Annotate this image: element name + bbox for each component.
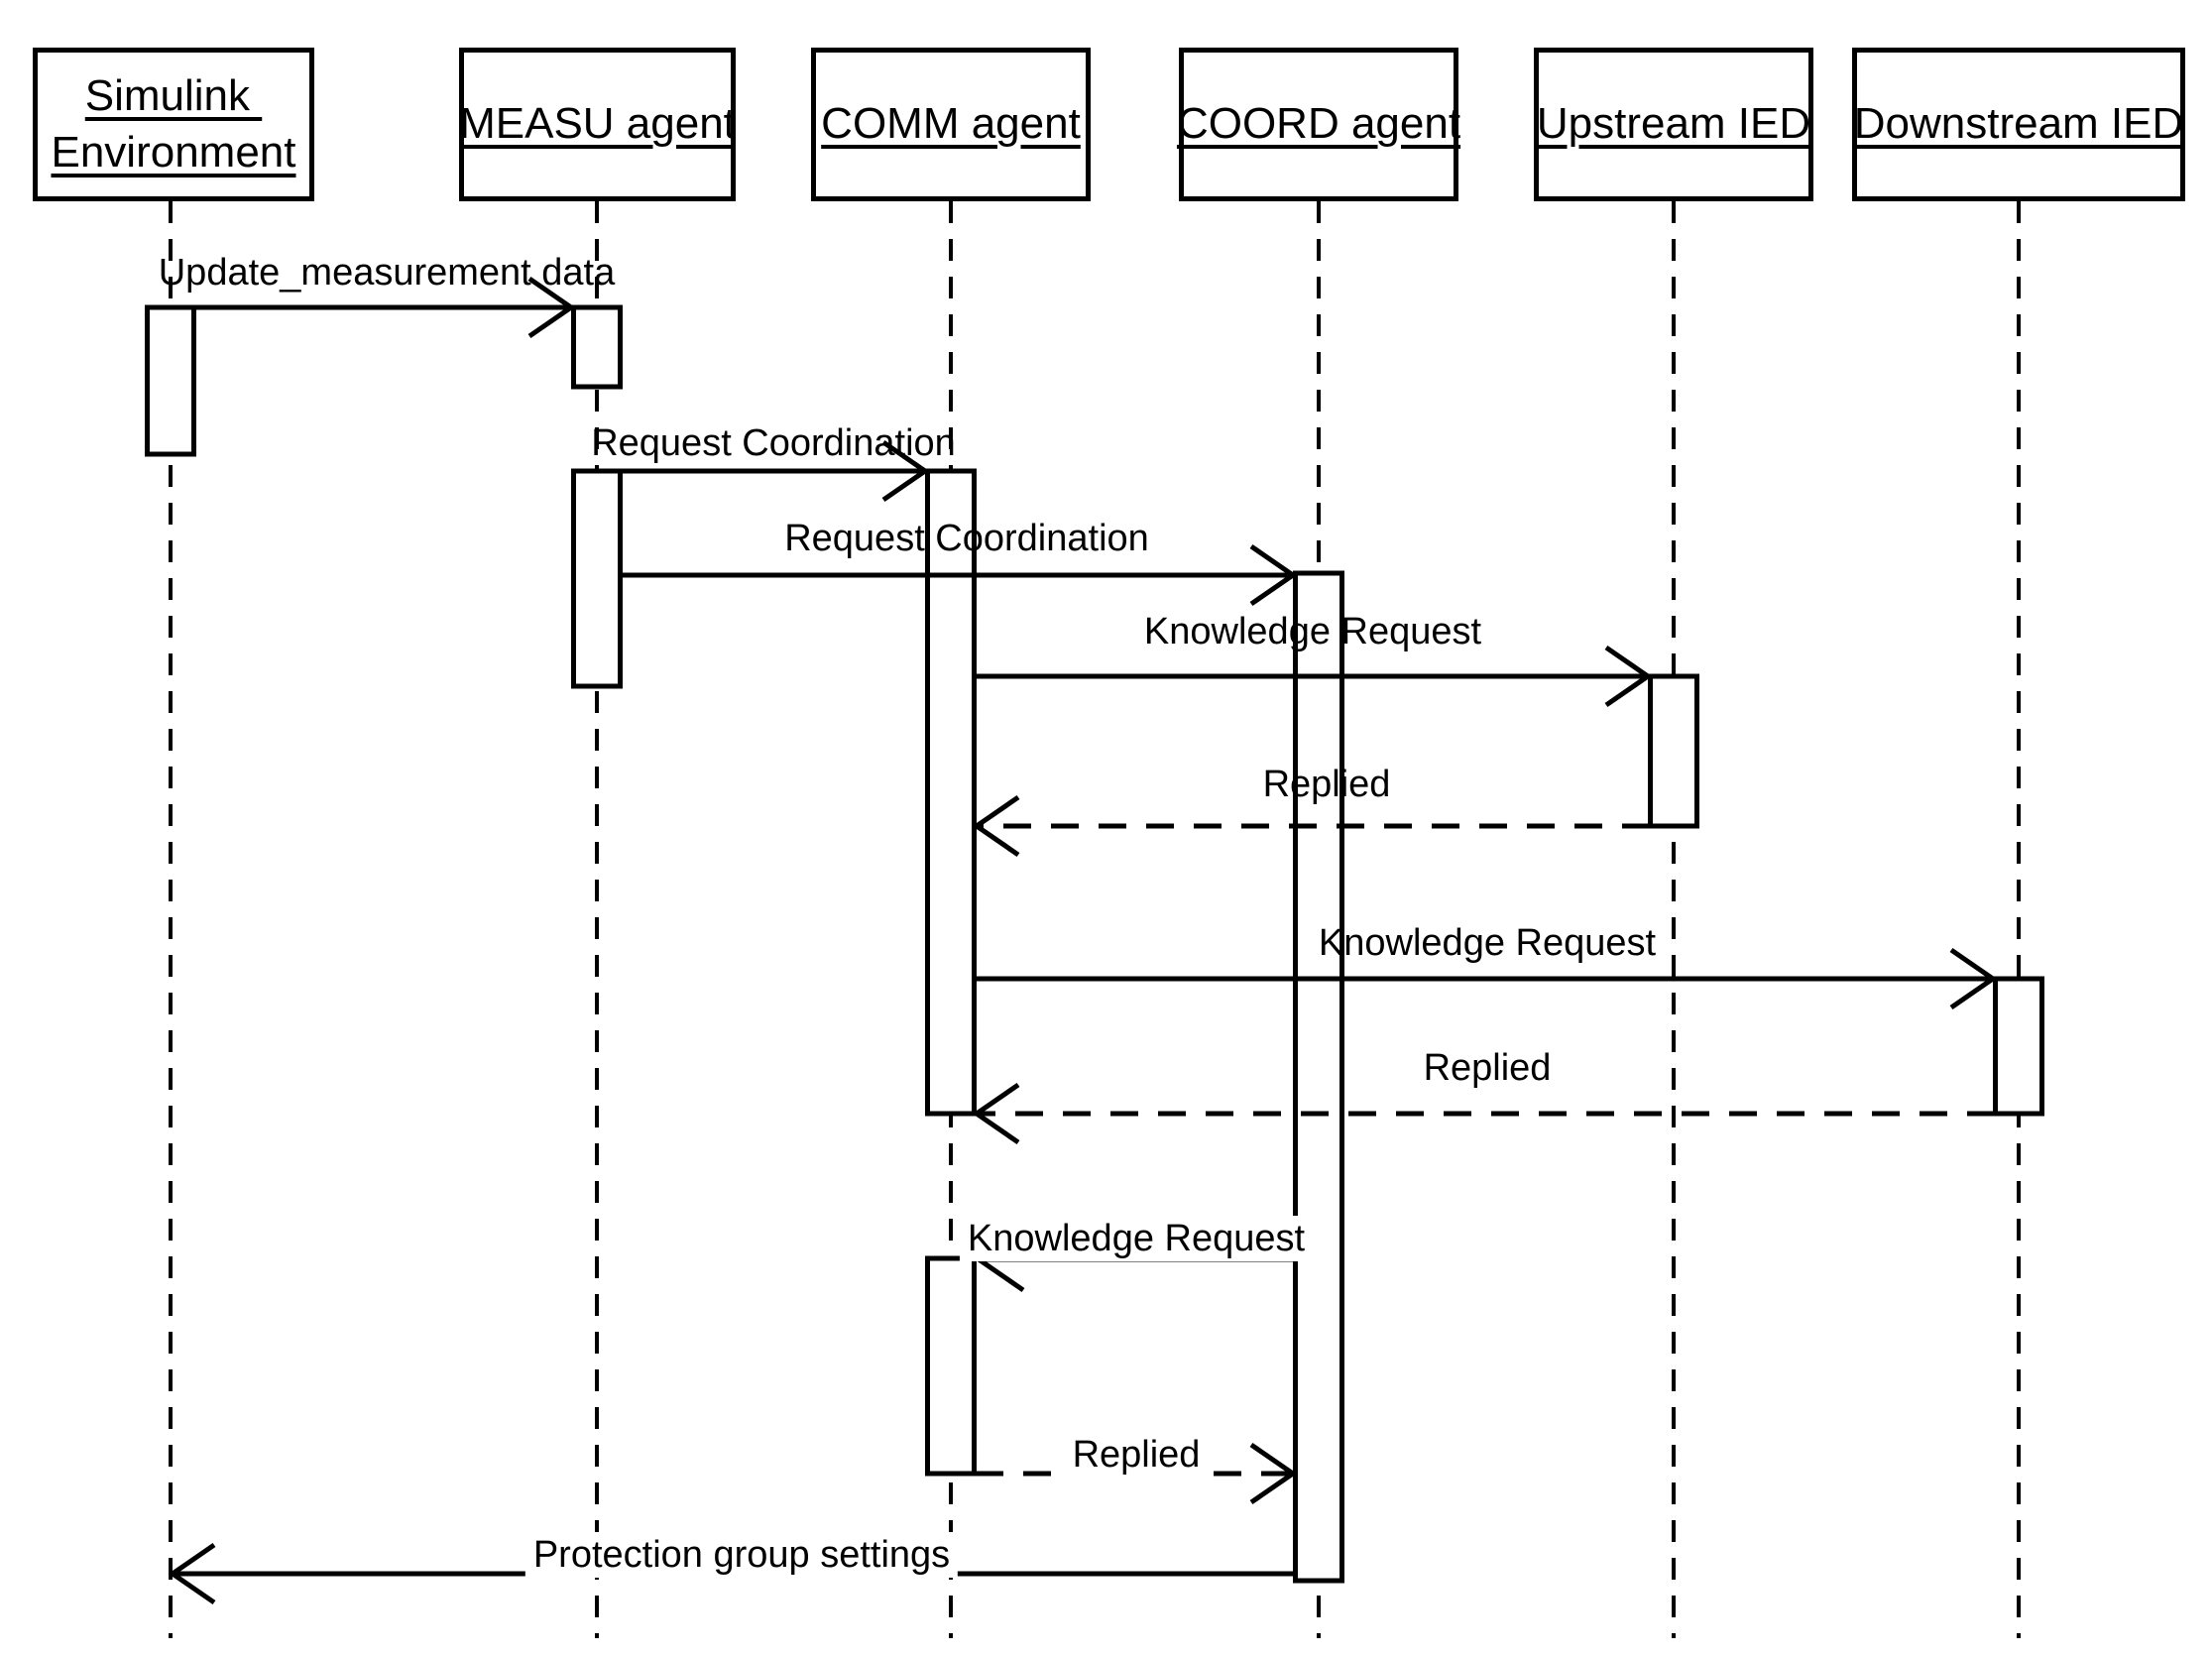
activation-comm-1 xyxy=(925,468,977,1117)
activation-bars xyxy=(145,304,2044,1584)
participant-label: COMM agent xyxy=(821,99,1081,149)
participant-label: Upstream IED xyxy=(1536,99,1811,149)
message-label-update-measurement: Update_measurement data xyxy=(158,252,616,294)
activation-upstream xyxy=(1648,673,1699,829)
message-label-knowledge-request-downstream: Knowledge Request xyxy=(1318,922,1657,964)
message-label-request-coordination-1: Request Coordination xyxy=(591,422,956,464)
activation-measu-2 xyxy=(571,468,623,689)
activation-simulink xyxy=(145,304,196,457)
arrowhead-request-coordination-1 xyxy=(881,439,930,503)
message-label-request-coordination-2: Request Coordination xyxy=(784,518,1149,559)
arrowhead-knowledge-request-downstream xyxy=(1949,947,1998,1010)
participant-label: Environment xyxy=(51,127,296,177)
activation-downstream xyxy=(1993,976,2044,1117)
participant-label: COORD agent xyxy=(1176,99,1461,149)
arrowhead-update-measurement xyxy=(527,276,576,339)
participant-box-upstream: Upstream IED xyxy=(1534,48,1813,201)
arrowhead-replied-upstream xyxy=(972,794,1020,858)
participant-box-coord: COORD agent xyxy=(1176,48,1461,201)
activation-comm-2 xyxy=(925,1255,977,1477)
message-label-replied-upstream: Replied xyxy=(1262,764,1391,805)
participant-box-simulink: Simulink Environment xyxy=(33,48,314,201)
participant-box-measu: MEASU agent xyxy=(459,48,736,201)
activation-measu-1 xyxy=(571,304,623,390)
arrowhead-knowledge-request-upstream xyxy=(1604,645,1653,708)
participant-label: MEASU agent xyxy=(459,99,736,149)
lifelines xyxy=(169,201,2021,1638)
arrowhead-replied-downstream xyxy=(972,1082,1020,1145)
participant-label: Downstream IED xyxy=(1853,99,2184,149)
message-label-knowledge-request-comm: Knowledge Request xyxy=(959,1216,1314,1261)
participant-label: Simulink xyxy=(84,71,263,121)
arrowhead-request-coordination-2 xyxy=(1249,543,1298,607)
message-label-replied-coord: Replied xyxy=(1064,1432,1209,1478)
message-label-protection-group-settings: Protection group settings xyxy=(524,1532,959,1578)
message-label-knowledge-request-upstream: Knowledge Request xyxy=(1143,611,1482,652)
arrowhead-protection-group-settings xyxy=(168,1542,216,1605)
participant-box-downstream: Downstream IED xyxy=(1852,48,2185,201)
arrowheads xyxy=(168,276,1998,1605)
message-lines xyxy=(173,304,1995,1577)
activation-coord xyxy=(1293,570,1344,1584)
message-label-replied-downstream: Replied xyxy=(1423,1047,1552,1089)
participant-box-comm: COMM agent xyxy=(811,48,1091,201)
arrowhead-replied-coord xyxy=(1249,1442,1298,1505)
